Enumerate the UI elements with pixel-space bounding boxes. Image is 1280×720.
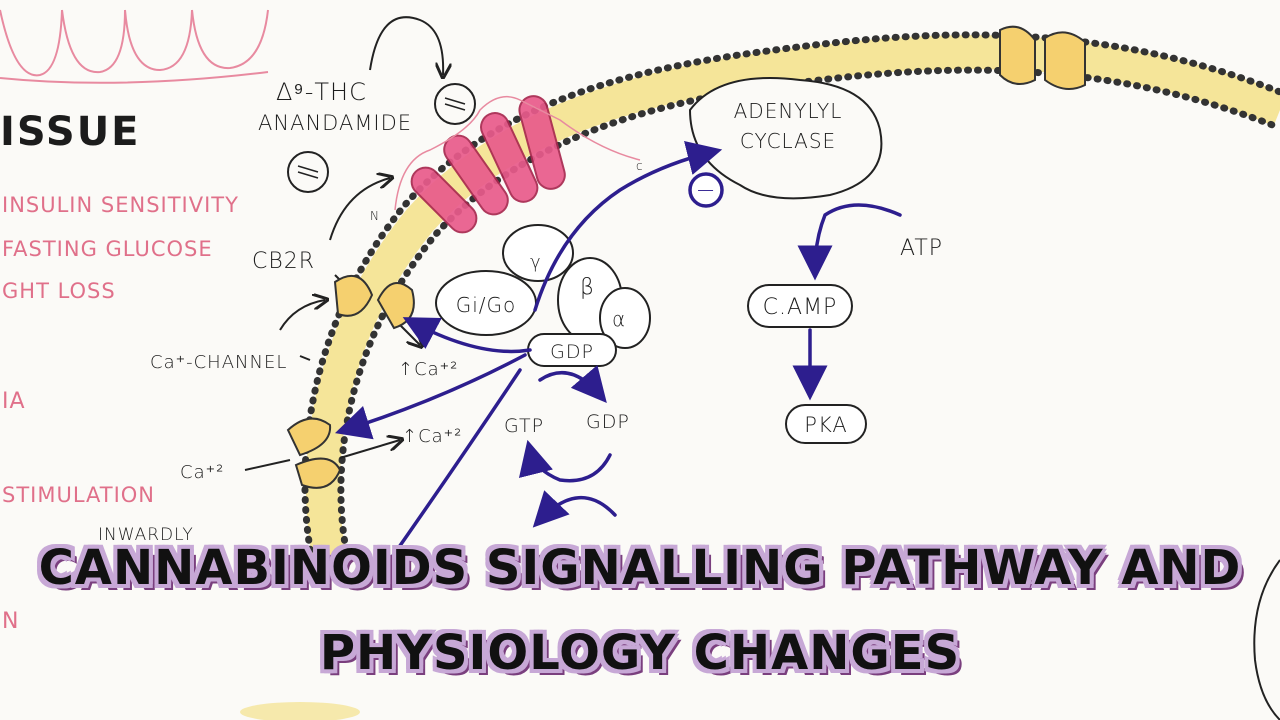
adenylyl-cyclase-label-2: CYCLASE — [740, 129, 836, 153]
caption-line-2: PHYSIOLOGY CHANGES — [319, 625, 961, 681]
pka-box — [785, 404, 867, 444]
thc-label: Δ⁹-THC — [276, 78, 367, 106]
adenylyl-cyclase-shape — [688, 77, 883, 200]
camp-label: C.AMP — [763, 295, 838, 320]
g-alpha-subunit — [599, 287, 651, 349]
pka-label: PKA — [804, 413, 847, 437]
ligand-arrow — [369, 16, 443, 75]
left-item-3: GHT LOSS — [2, 279, 116, 303]
binding-arrow — [329, 178, 390, 241]
camp-box — [747, 284, 853, 328]
ca-influx-arrow-2 — [339, 440, 400, 459]
gi-go-label: Gi/Go — [456, 293, 517, 317]
pink-cells — [0, 9, 269, 84]
c-terminal-label: c — [636, 159, 644, 173]
inhibition-circle — [688, 172, 724, 208]
anandamide-label: ANANDAMIDE — [258, 111, 412, 135]
caption-line-1: CANNABINOIDS SIGNALLING PATHWAY AND — [38, 540, 1242, 596]
left-item-4: IA — [2, 389, 26, 414]
bottom-smudge — [240, 702, 360, 720]
calcium-channel-upper — [333, 274, 415, 330]
cb2r-label: CB2R — [252, 249, 315, 274]
ca-out-label: Ca⁺² — [180, 462, 224, 483]
left-item-7: N — [2, 609, 19, 634]
beta-label: β — [580, 275, 595, 300]
left-heading: ISSUE — [0, 109, 141, 155]
inhibition-sign: − — [695, 176, 716, 204]
ca-influx-label-1: ↑Ca⁺² — [398, 359, 458, 380]
channel-pointer — [299, 355, 311, 361]
gamma-label: γ — [530, 252, 542, 273]
gtp-label: GTP — [504, 415, 544, 437]
cb2r-pointer-arrow — [279, 300, 325, 331]
n-terminal-label: N — [370, 209, 380, 223]
pathway-arrows — [334, 140, 902, 562]
left-item-6: INWARDLY — [98, 525, 194, 545]
ca-out-line — [244, 459, 291, 471]
adenylyl-cyclase-label-1: ADENYLYL — [734, 99, 843, 123]
left-item-2: FASTING GLUCOSE — [2, 237, 213, 261]
ligand-circle-1 — [434, 83, 476, 125]
left-item-5: STIMULATION — [2, 483, 155, 507]
g-gamma-subunit — [502, 224, 574, 282]
alpha-label: α — [612, 307, 626, 331]
calcium-channel-lower — [286, 417, 342, 489]
right-edge-cell — [1253, 559, 1280, 720]
ca-influx-label-2: ↑Ca⁺² — [402, 426, 462, 447]
ligand-circle-2 — [287, 151, 329, 193]
atp-label: ATP — [900, 236, 943, 261]
gdp-cycle-label: GDP — [586, 411, 630, 433]
membrane-channel-top — [999, 25, 1086, 90]
left-item-1: INSULIN SENSITIVITY — [2, 193, 239, 217]
ca-channel-label: Ca⁺-CHANNEL — [150, 352, 287, 373]
gdp-bound-label: GDP — [550, 341, 594, 363]
receptor-loops — [394, 95, 641, 211]
